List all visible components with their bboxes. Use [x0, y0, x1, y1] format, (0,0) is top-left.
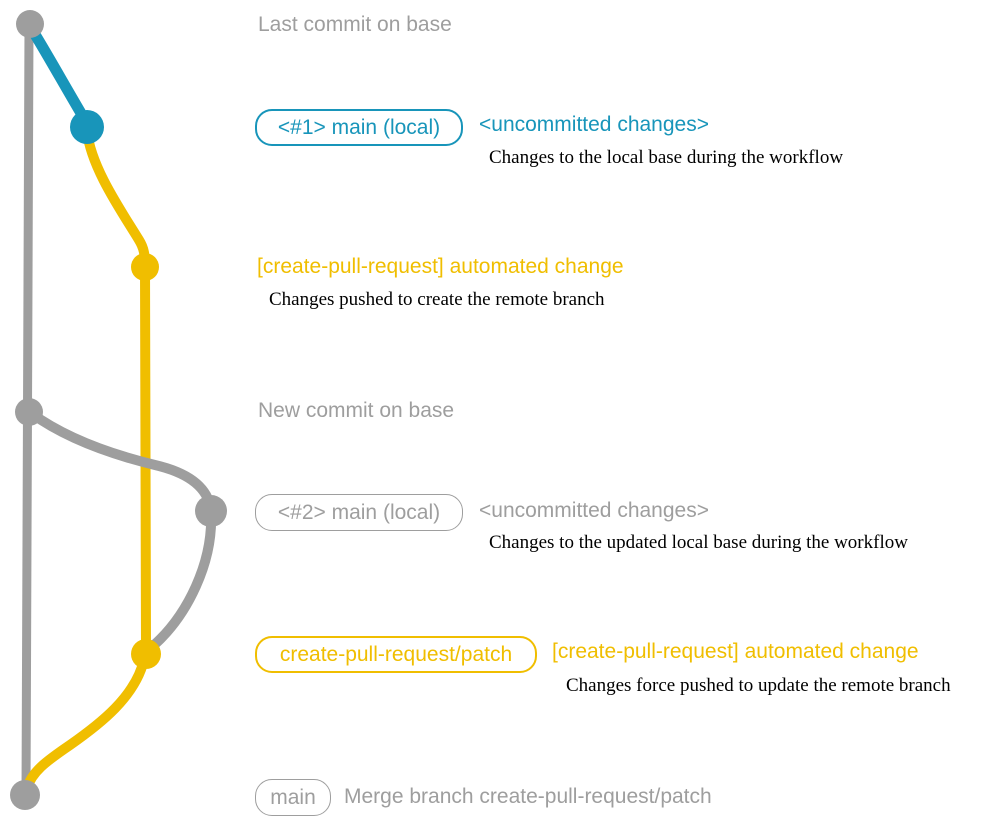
commit-message-uncommitted-2: <uncommitted changes>	[479, 499, 709, 522]
commit-message-automated-change-2: [create-pull-request] automated change	[552, 640, 919, 663]
branch-label-create-pull-request-patch-text: create-pull-request/patch	[279, 642, 513, 666]
commit-dot-automated-change-2	[131, 639, 161, 669]
caption-new-commit-on-base: New commit on base	[258, 399, 455, 422]
base-update-curve	[26, 408, 215, 510]
commit-dot-main-local-1	[70, 110, 104, 144]
branch-label-main: main	[255, 779, 331, 816]
commit-dot-new-base	[15, 398, 43, 426]
commit-message-automated-change-1: [create-pull-request] automated change	[257, 255, 624, 278]
commit-dot-merge	[10, 780, 40, 810]
commit-dot-automated-change-1	[131, 253, 159, 281]
branch-label-main-text: main	[270, 785, 316, 809]
merge-curve	[22, 655, 149, 793]
caption-last-commit-on-base: Last commit on base	[258, 13, 452, 36]
rebase-curve	[148, 509, 217, 651]
description-push-create-branch: Changes pushed to create the remote bran…	[269, 289, 605, 310]
branch-label-main-local-2: <#2> main (local)	[255, 494, 463, 531]
create-pull-request-branch-line	[82, 126, 151, 653]
commit-graph	[10, 10, 227, 810]
branch-label-create-pull-request-patch: create-pull-request/patch	[255, 636, 537, 673]
commit-message-merge-branch: Merge branch create-pull-request/patch	[344, 785, 712, 808]
description-local-base-changes: Changes to the local base during the wor…	[489, 147, 844, 168]
branch-label-main-local-2-text: <#2> main (local)	[277, 500, 441, 524]
description-force-push-update-branch: Changes force pushed to update the remot…	[566, 675, 951, 696]
commit-dot-main-local-2	[195, 495, 227, 527]
description-updated-local-base-changes: Changes to the updated local base during…	[489, 532, 908, 553]
branch-label-main-local-1-text: <#1> main (local)	[277, 115, 441, 139]
local-main-branch-curve	[25, 22, 91, 126]
commit-message-uncommitted-1: <uncommitted changes>	[479, 113, 709, 136]
commit-dot-last-base	[16, 10, 44, 38]
branch-label-main-local-1: <#1> main (local)	[255, 109, 463, 146]
